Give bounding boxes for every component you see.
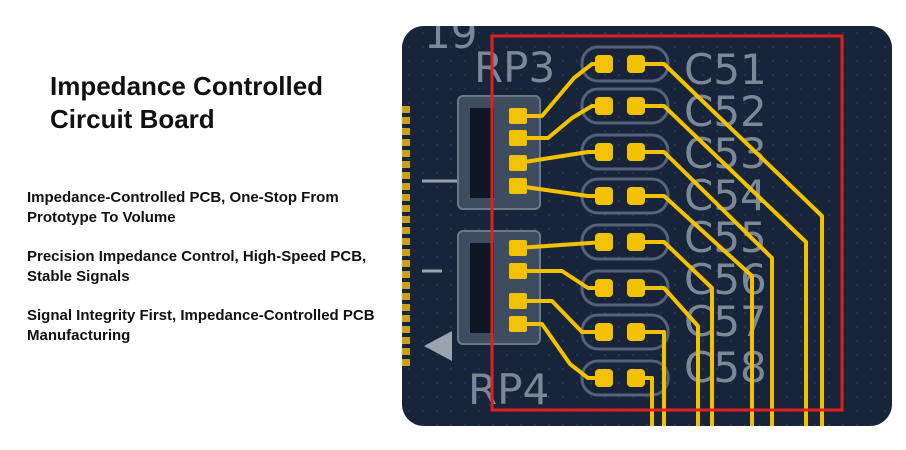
capacitor-pad bbox=[595, 369, 613, 387]
edge-pad bbox=[402, 304, 410, 311]
capacitor-pad bbox=[627, 323, 645, 341]
feature-list: Impedance-Controlled PCB, One-Stop From … bbox=[27, 188, 402, 365]
capacitor-outlines bbox=[580, 45, 670, 397]
edge-pad bbox=[402, 315, 410, 322]
capacitor-pad bbox=[595, 97, 613, 115]
designator-rp3: RP3 bbox=[474, 43, 555, 92]
pcb-illustration: 19 RP3 RP4 C51 C52 C53 C54 C55 C56 C57 C… bbox=[402, 26, 892, 426]
edge-pad bbox=[402, 139, 410, 146]
capacitor-pad bbox=[595, 187, 613, 205]
capacitor-outline bbox=[580, 87, 670, 125]
signal-trace bbox=[634, 330, 666, 426]
signal-trace bbox=[516, 240, 606, 250]
capacitor-pad bbox=[595, 323, 613, 341]
signal-trace bbox=[516, 299, 606, 334]
edge-pad bbox=[402, 249, 410, 256]
signal-trace bbox=[634, 104, 808, 426]
pin-one-arrow-icon bbox=[424, 331, 452, 361]
silkscreen-marks bbox=[422, 179, 460, 273]
edge-pad bbox=[402, 128, 410, 135]
resistor-pack-pad bbox=[509, 155, 527, 171]
resistor-pack-pad bbox=[509, 178, 527, 194]
capacitor-pad bbox=[627, 279, 645, 297]
edge-pad bbox=[402, 348, 410, 355]
edge-pad bbox=[402, 172, 410, 179]
resistor-pack-pad bbox=[509, 263, 527, 279]
signal-trace bbox=[634, 150, 774, 426]
capacitor-outline bbox=[580, 45, 670, 83]
designator-c51: C51 bbox=[684, 45, 767, 94]
capacitor-pad bbox=[627, 187, 645, 205]
edge-pad bbox=[402, 117, 410, 124]
edge-pad bbox=[402, 337, 410, 344]
capacitor-pad bbox=[595, 143, 613, 161]
title-line-1: Impedance Controlled bbox=[50, 71, 324, 101]
signal-trace bbox=[634, 194, 754, 426]
feature-item-2: Precision Impedance Control, High-Speed … bbox=[27, 248, 367, 285]
page-title: Impedance Controlled Circuit Board bbox=[50, 70, 380, 136]
signal-trace bbox=[634, 62, 824, 426]
capacitor-pad bbox=[627, 369, 645, 387]
pcb-closeup-image: 19 RP3 RP4 C51 C52 C53 C54 C55 C56 C57 C… bbox=[402, 26, 892, 426]
edge-pad bbox=[402, 227, 410, 234]
edge-pad bbox=[402, 106, 410, 113]
component-pads bbox=[509, 55, 645, 387]
edge-pad bbox=[402, 150, 410, 157]
resistor-pack-rp4-body bbox=[470, 243, 494, 333]
signal-trace bbox=[516, 322, 606, 380]
title-line-2: Circuit Board bbox=[50, 104, 215, 134]
designator-rp4: RP4 bbox=[468, 365, 549, 414]
edge-pad bbox=[402, 194, 410, 201]
edge-pad bbox=[402, 293, 410, 300]
signal-trace bbox=[634, 240, 714, 426]
resistor-pack-pad bbox=[509, 108, 527, 124]
signal-trace bbox=[634, 286, 700, 426]
capacitor-pad bbox=[627, 97, 645, 115]
resistor-pack-rp3-body bbox=[470, 108, 494, 198]
capacitor-outline bbox=[580, 359, 670, 397]
capacitor-pad bbox=[595, 233, 613, 251]
edge-pad bbox=[402, 282, 410, 289]
edge-pad bbox=[402, 359, 410, 366]
edge-pad bbox=[402, 161, 410, 168]
edge-pad bbox=[402, 205, 410, 212]
edge-pad bbox=[402, 216, 410, 223]
capacitor-pad bbox=[595, 279, 613, 297]
feature-item-3: Signal Integrity First, Impedance-Contro… bbox=[27, 307, 375, 344]
edge-pad bbox=[402, 271, 410, 278]
edge-pad bbox=[402, 238, 410, 245]
resistor-pack-pad bbox=[509, 240, 527, 256]
edge-pad bbox=[402, 183, 410, 190]
capacitor-pad bbox=[627, 55, 645, 73]
resistor-pack-pad bbox=[509, 293, 527, 309]
resistor-pack-pad bbox=[509, 130, 527, 146]
capacitor-outline bbox=[580, 269, 670, 307]
designator-fragment-19: 19 bbox=[424, 26, 477, 58]
signal-traces bbox=[516, 62, 824, 426]
capacitor-pad bbox=[627, 233, 645, 251]
capacitor-pad bbox=[627, 143, 645, 161]
edge-pad-strip bbox=[402, 106, 410, 366]
edge-pad bbox=[402, 326, 410, 333]
feature-item-1: Impedance-Controlled PCB, One-Stop From … bbox=[27, 189, 339, 226]
capacitor-pad bbox=[595, 55, 613, 73]
edge-pad bbox=[402, 260, 410, 267]
board-outline-highlight bbox=[490, 34, 844, 412]
resistor-pack-pad bbox=[509, 316, 527, 332]
